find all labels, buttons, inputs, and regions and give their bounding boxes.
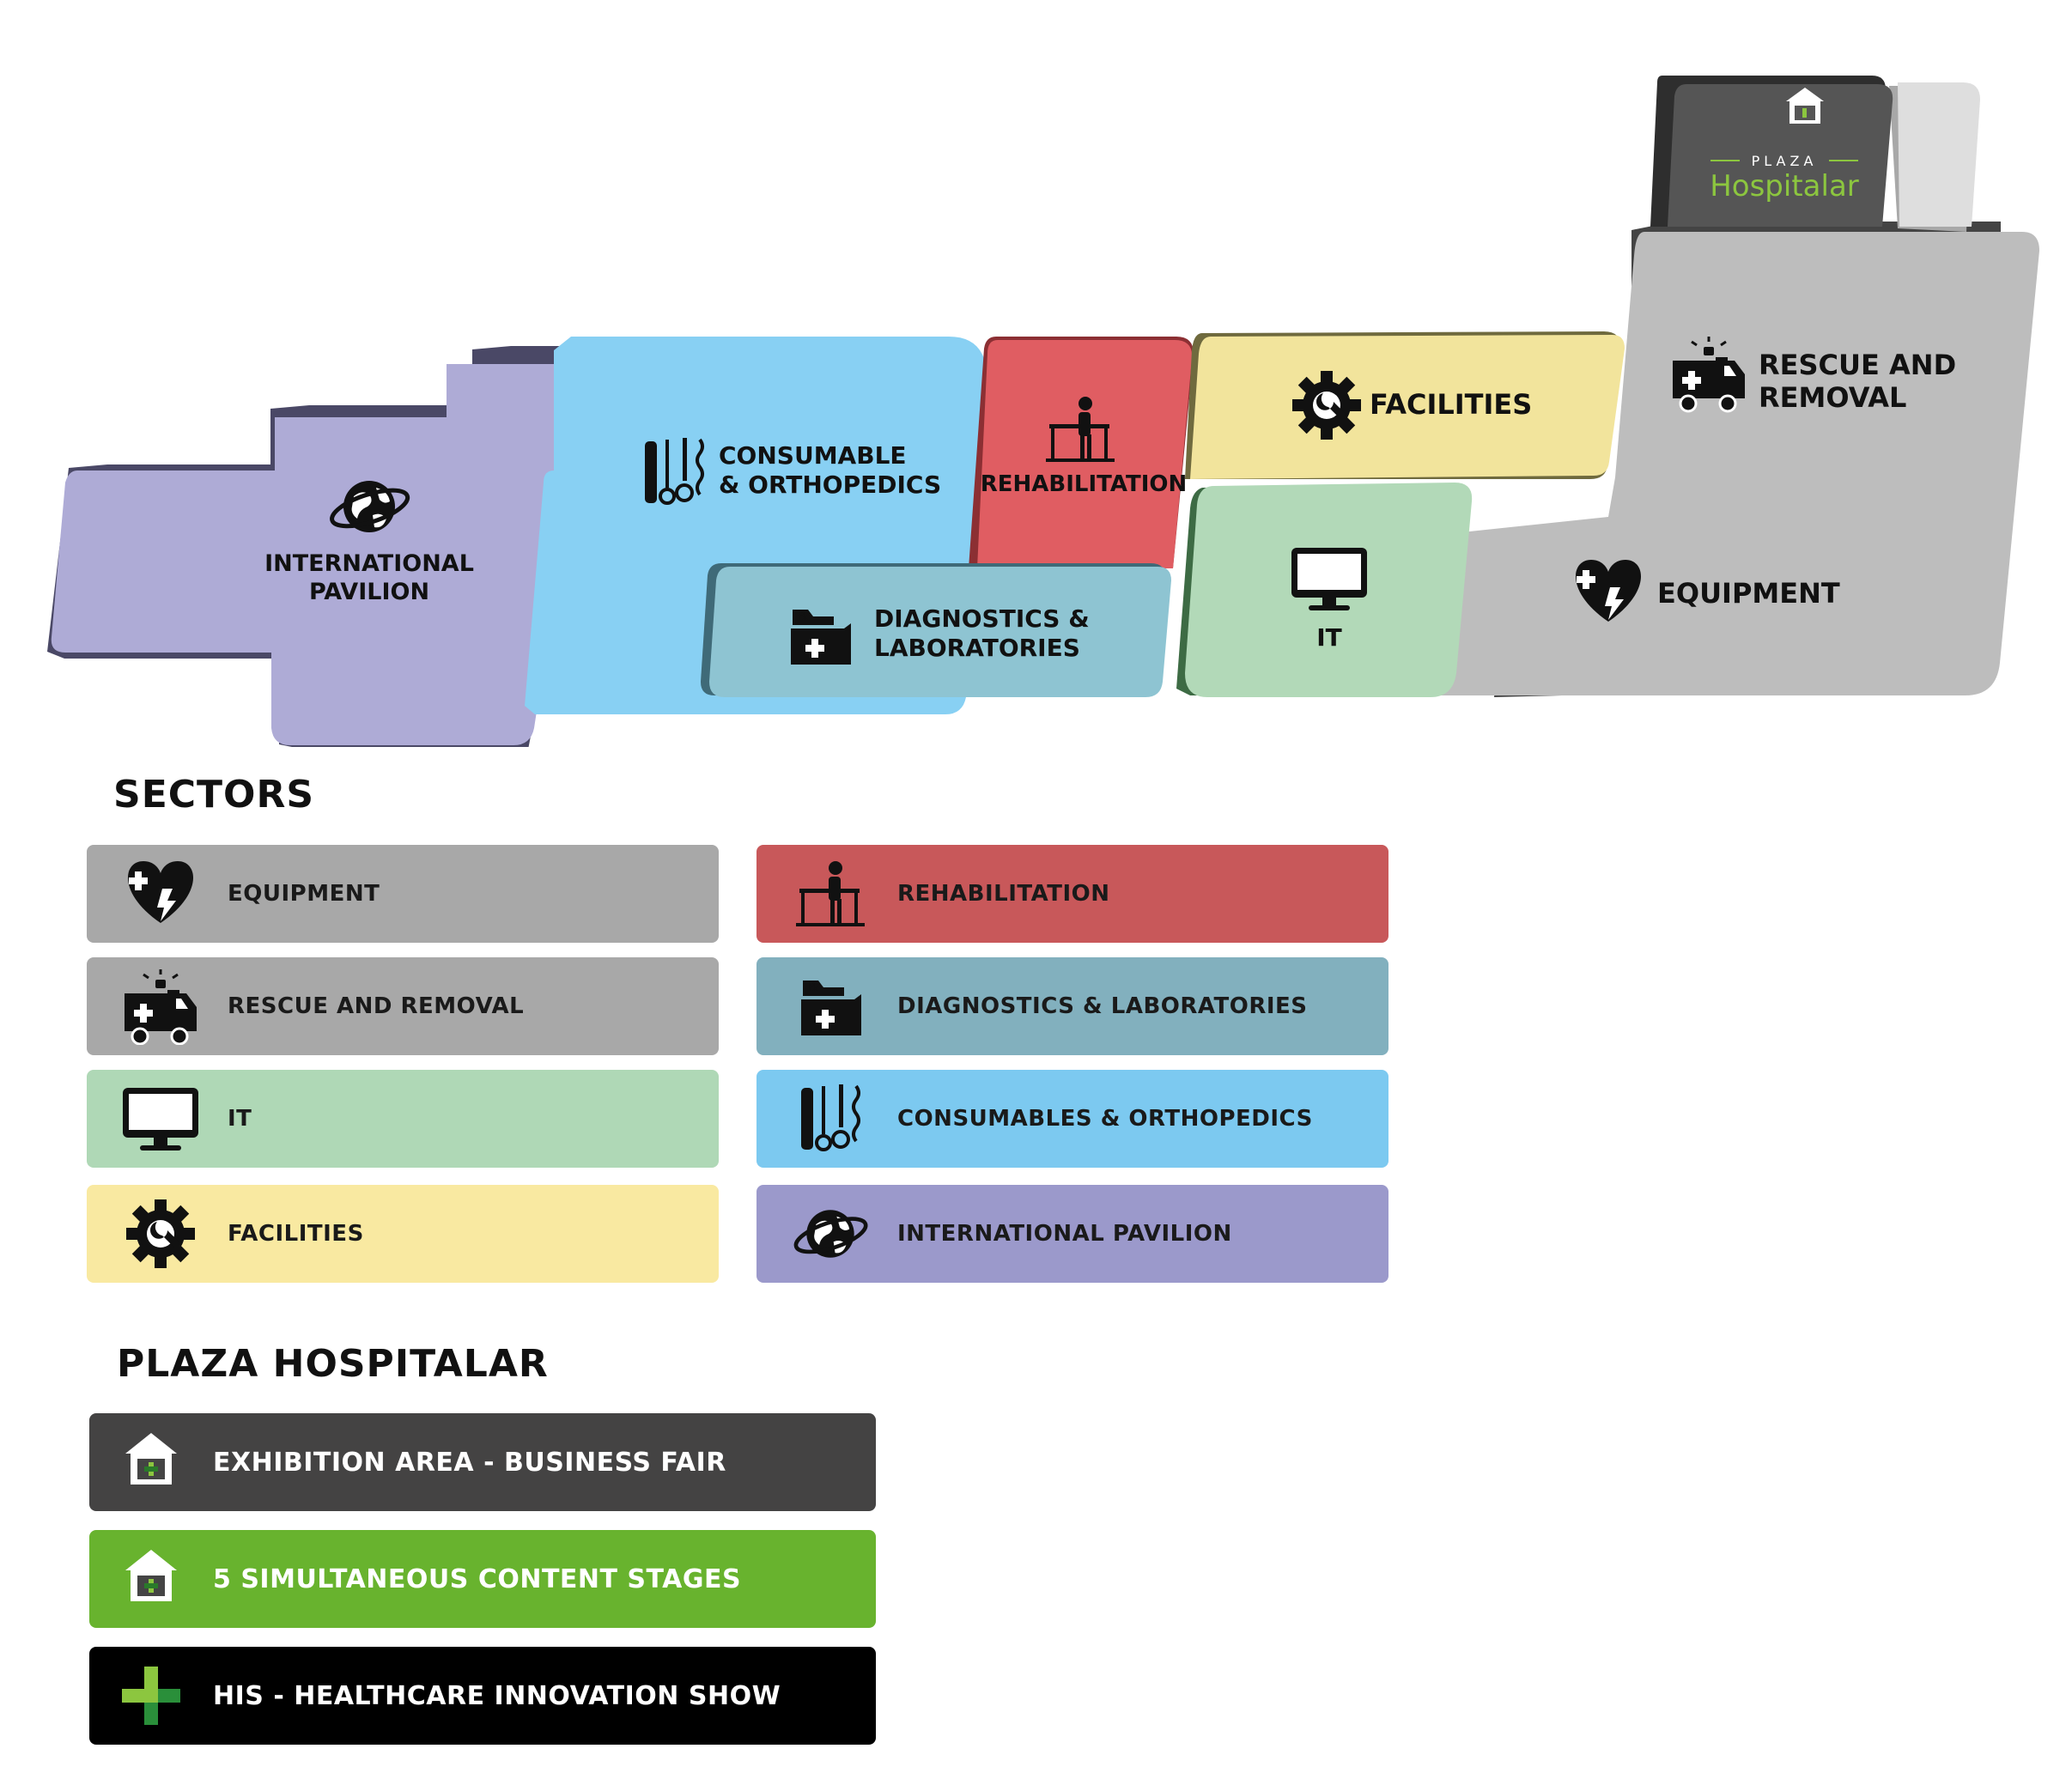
sector-label: EQUIPMENT: [228, 881, 380, 907]
globe-icon: [789, 1195, 872, 1272]
zone-rehabilitation[interactable]: REHABILITATION: [969, 337, 1194, 568]
zone-label-rescue-1: RESCUE AND: [1759, 349, 1956, 381]
zone-international-pavilion[interactable]: INTERNATIONAL PAVILION: [47, 346, 597, 747]
plaza-label: 5 SIMULTANEOUS CONTENT STAGES: [213, 1563, 742, 1594]
sector-label: CONSUMABLES & ORTHOPEDICS: [897, 1106, 1313, 1132]
sector-card-international[interactable]: INTERNATIONAL PAVILION: [756, 1185, 1388, 1283]
medical-folder-icon: [789, 968, 872, 1045]
plaza-logo-bottom: Hospitalar: [1710, 169, 1859, 203]
surgical-tools-icon: [789, 1080, 872, 1157]
plaza-building-icon: [110, 1540, 192, 1618]
sector-card-it[interactable]: IT: [87, 1070, 719, 1168]
zone-label-diagnostics-1: DIAGNOSTICS &: [874, 604, 1090, 633]
plaza-logo-top: PLAZA: [1752, 153, 1818, 169]
zone-label-it: IT: [1316, 623, 1342, 652]
zone-label-rehabilitation: REHABILITATION: [981, 471, 1188, 497]
zone-label-facilities: FACILITIES: [1370, 388, 1532, 421]
plaza-label: HIS - HEALTHCARE INNOVATION SHOW: [213, 1680, 781, 1711]
zone-facilities[interactable]: FACILITIES: [1185, 331, 1625, 479]
sector-label: FACILITIES: [228, 1221, 364, 1247]
zone-label-equipment: EQUIPMENT: [1657, 577, 1840, 610]
zone-label-consumable-2: & ORTHOPEDICS: [719, 471, 941, 499]
sector-label: RESCUE AND REMOVAL: [228, 993, 525, 1019]
plaza-card-his[interactable]: HIS - HEALTHCARE INNOVATION SHOW: [89, 1647, 876, 1745]
gear-wrench-icon: [119, 1195, 202, 1272]
zone-plaza-hospitalar[interactable]: PLAZA Hospitalar: [1650, 76, 1980, 232]
zone-label-international-1: INTERNATIONAL: [264, 550, 474, 577]
sector-card-rehabilitation[interactable]: REHABILITATION: [756, 845, 1388, 943]
sectors-heading: SECTORS: [113, 773, 315, 817]
exhibition-floor-map: ℞: [47, 76, 2039, 747]
sector-card-consumables[interactable]: CONSUMABLES & ORTHOPEDICS: [756, 1070, 1388, 1168]
sector-label: INTERNATIONAL PAVILION: [897, 1221, 1232, 1247]
sector-card-diagnostics[interactable]: DIAGNOSTICS & LABORATORIES: [756, 957, 1388, 1055]
sector-card-equipment[interactable]: EQUIPMENT: [87, 845, 719, 943]
plaza-building-icon: [110, 1424, 192, 1501]
sector-label: IT: [228, 1106, 252, 1132]
zone-diagnostics-laboratories[interactable]: DIAGNOSTICS & LABORATORIES: [701, 563, 1171, 697]
sector-label: DIAGNOSTICS & LABORATORIES: [897, 993, 1308, 1019]
zone-label-rescue-2: REMOVAL: [1759, 381, 1906, 414]
sector-card-facilities[interactable]: FACILITIES: [87, 1185, 719, 1283]
zone-label-international-2: PAVILION: [309, 579, 429, 605]
zone-it[interactable]: IT EQUIPMENT RESCUE AND REMOVAL: [1176, 335, 1956, 697]
zone-label-consumable-1: CONSUMABLE: [719, 441, 907, 470]
ambulance-icon: [119, 968, 202, 1045]
heart-plus-icon: [119, 855, 202, 932]
plaza-card-exhibition[interactable]: EXHIBITION AREA - BUSINESS FAIR: [89, 1413, 876, 1511]
zone-label-diagnostics-2: LABORATORIES: [874, 634, 1080, 662]
sector-card-rescue[interactable]: RESCUE AND REMOVAL: [87, 957, 719, 1055]
plaza-label: EXHIBITION AREA - BUSINESS FAIR: [213, 1447, 726, 1478]
sector-label: REHABILITATION: [897, 881, 1110, 907]
plaza-card-stages[interactable]: 5 SIMULTANEOUS CONTENT STAGES: [89, 1530, 876, 1628]
monitor-icon: [119, 1080, 202, 1157]
rehab-walker-icon: [789, 855, 872, 932]
his-cross-icon: [110, 1657, 192, 1734]
plaza-heading: PLAZA HOSPITALAR: [117, 1342, 549, 1386]
